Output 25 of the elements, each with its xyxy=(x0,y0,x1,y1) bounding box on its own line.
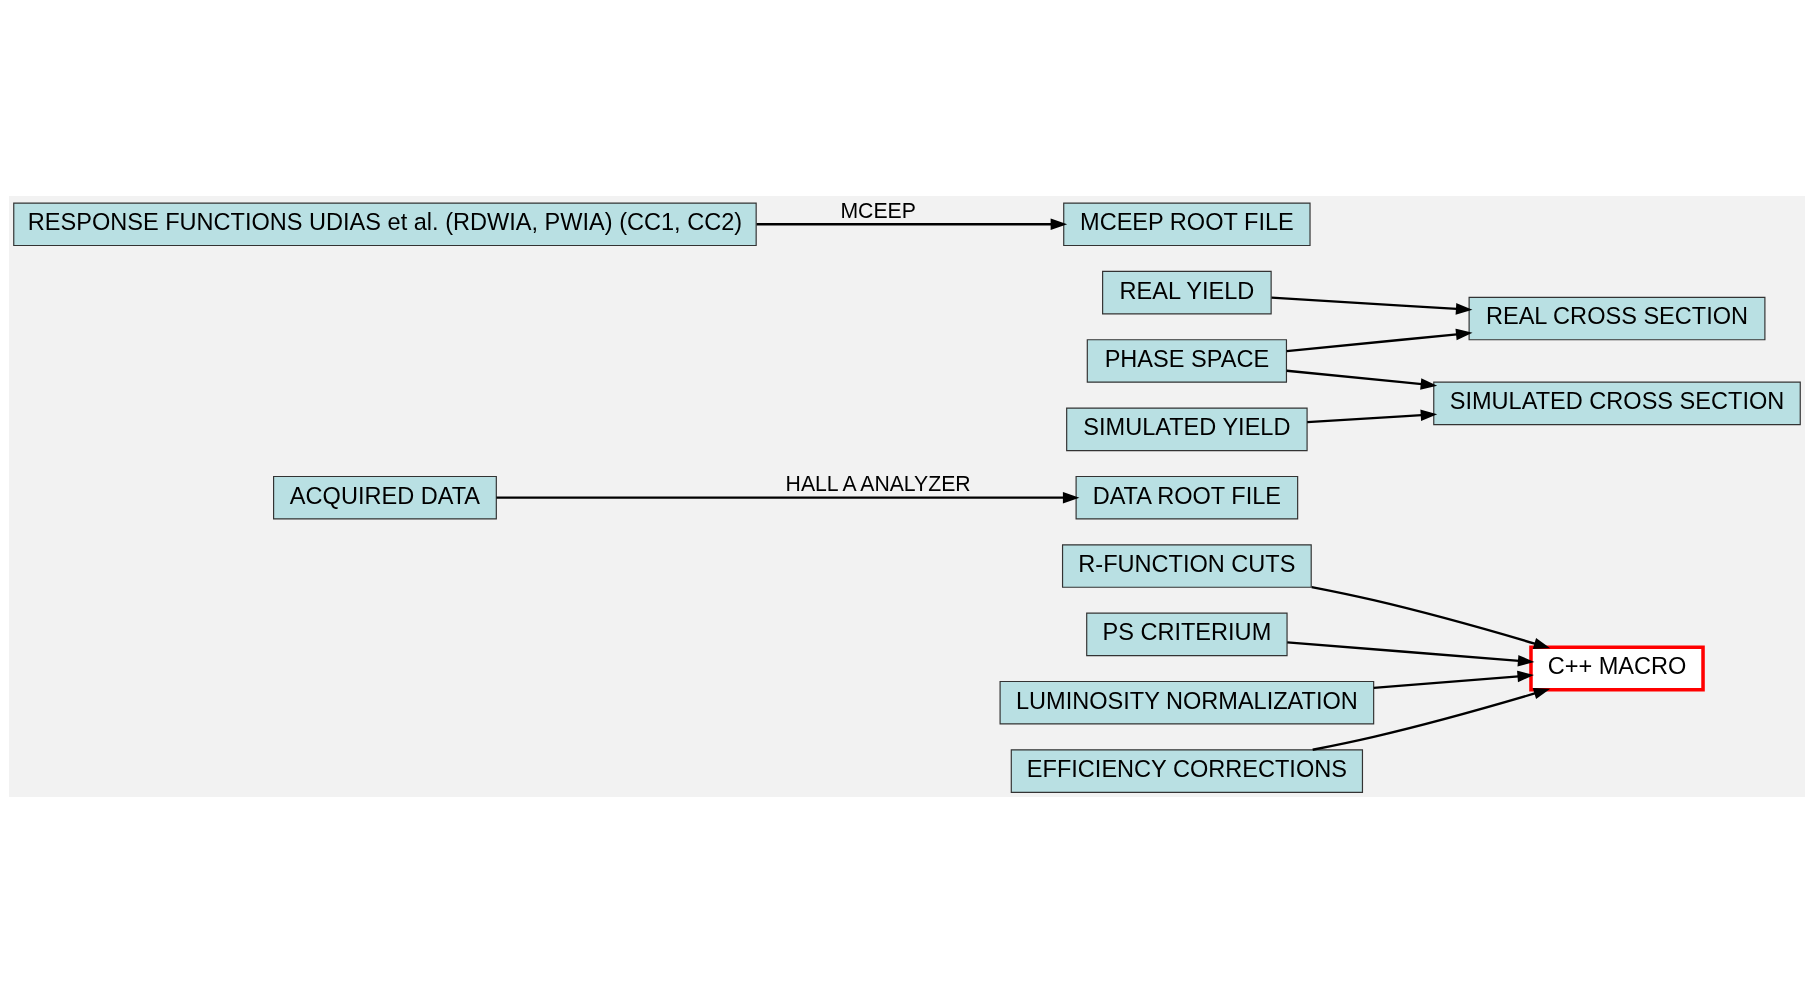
node-box: DATA ROOT FILE xyxy=(1075,475,1298,520)
edge-label: MCEEP xyxy=(839,198,916,222)
arrow xyxy=(495,491,1079,504)
node-box: EFFICIENCY CORRECTIONS xyxy=(1010,749,1363,793)
node-box: SIMULATED CROSS SECTION xyxy=(1432,381,1801,426)
arrow xyxy=(1373,670,1534,690)
arrow xyxy=(1286,328,1472,353)
arrow xyxy=(1270,296,1472,315)
arrow xyxy=(1310,585,1550,650)
edge-label: HALL A ANALYZER xyxy=(785,472,971,496)
node-box: REAL CROSS SECTION xyxy=(1468,296,1765,341)
node-box: PS CRITERIUM xyxy=(1085,612,1288,657)
arrow xyxy=(756,218,1067,231)
arrow xyxy=(1286,369,1437,390)
node-box: C++ MACRO xyxy=(1528,645,1705,692)
node-box: ACQUIRED DATA xyxy=(272,475,497,520)
node-box: REAL YIELD xyxy=(1101,270,1272,315)
arrow xyxy=(1286,641,1534,667)
node-box: MCEEP ROOT FILE xyxy=(1062,202,1311,247)
node-box: LUMINOSITY NORMALIZATION xyxy=(999,680,1374,725)
node-box: R-FUNCTION CUTS xyxy=(1061,544,1312,588)
node-box: SIMULATED YIELD xyxy=(1065,407,1308,452)
arrow xyxy=(1306,409,1437,424)
node-box: RESPONSE FUNCTIONS UDIAS et al. (RDWIA, PWIA) (CC1, CC2) xyxy=(12,202,757,247)
node-box: PHASE SPACE xyxy=(1086,339,1287,383)
